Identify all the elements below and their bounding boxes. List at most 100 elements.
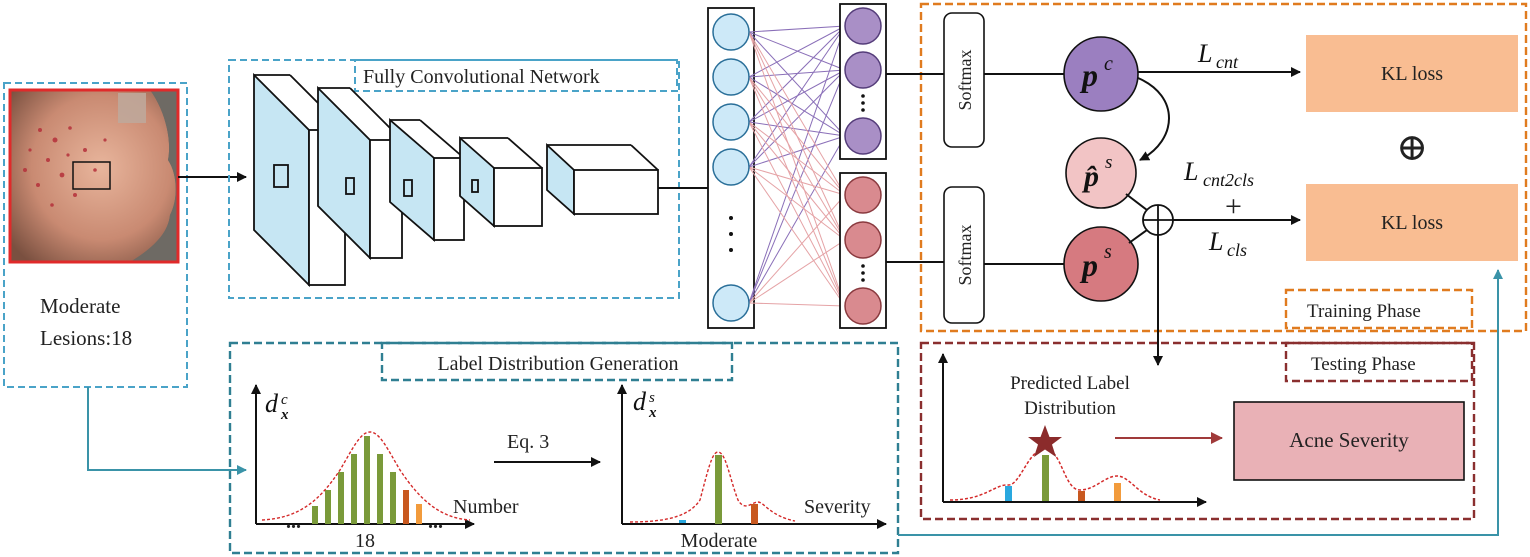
fc-connection	[748, 76, 846, 307]
ps-symbol: p	[1079, 247, 1098, 283]
loss-sum-symbol: ⊕	[1396, 127, 1428, 169]
fc-input-neuron	[712, 13, 750, 51]
severity-tick-label: Moderate	[681, 530, 758, 552]
fc-count-neurons	[844, 7, 882, 155]
count-axis-label: Number	[453, 496, 519, 518]
fc-input-neuron	[712, 148, 750, 186]
fcn-title: Fully Convolutional Network	[363, 66, 600, 88]
count-bar	[351, 454, 357, 524]
lcnt-label: L	[1197, 39, 1212, 68]
fc-input-neuron	[712, 103, 750, 141]
fc-connection	[748, 121, 846, 196]
ldg-panel-border	[228, 341, 900, 555]
ps-superscript: s	[1104, 241, 1112, 263]
eq-label: Eq. 3	[507, 431, 549, 453]
softmax-count-label: Softmax	[955, 50, 975, 111]
count-bar	[325, 490, 331, 524]
fc-connection	[748, 31, 846, 137]
fc-connection	[748, 239, 846, 304]
pred-bar	[1042, 455, 1049, 501]
fc-severity-neuron	[844, 221, 882, 259]
softmax-severity-box	[943, 186, 985, 324]
fc-severity-neuron	[844, 176, 882, 214]
fc-connection	[748, 25, 846, 304]
ldg-title: Label Distribution Generation	[437, 353, 678, 375]
lcnt-subscript: cnt	[1216, 52, 1239, 72]
fc-connections	[748, 25, 846, 307]
fc-input-neuron	[712, 284, 750, 322]
fc-severity-neurons	[844, 176, 882, 325]
fc-connection	[748, 121, 846, 137]
grade-label: Moderate	[40, 294, 120, 318]
ps-node	[1063, 226, 1139, 302]
training-phase-label: Training Phase	[1307, 301, 1421, 322]
predicted-line1: Predicted Label	[1010, 373, 1130, 394]
lcls-label: L	[1208, 227, 1223, 256]
count-bar	[403, 490, 409, 524]
count-ellipsis-left: ...	[286, 511, 301, 533]
fc-connection	[748, 166, 846, 241]
fc-count-neuron	[844, 117, 882, 155]
count-bar	[338, 472, 344, 524]
testing-phase-label-box	[1284, 341, 1474, 383]
count-bar	[390, 472, 396, 524]
fc-connection	[748, 135, 846, 304]
softmax-severity-label: Softmax	[955, 225, 975, 286]
pc-symbol: p	[1079, 57, 1098, 93]
ldg-title-box	[380, 341, 734, 382]
training-phase-label-box	[1284, 288, 1474, 330]
count-bar	[377, 454, 383, 524]
count-tick-label: 18	[355, 530, 375, 552]
fc-connection	[748, 25, 846, 33]
severity-curve	[629, 451, 796, 523]
lesions-label: Lesions:18	[40, 326, 132, 350]
fcn-panel: Fully Convolutional Network	[228, 59, 680, 299]
count-ylabel-sub: x	[280, 407, 289, 423]
count-bars	[312, 436, 422, 524]
crop-box	[72, 161, 111, 190]
fc-connection	[748, 166, 846, 307]
pc-superscript: c	[1104, 53, 1113, 75]
fc-connection	[748, 135, 846, 168]
fc-severity-neuron	[844, 287, 882, 325]
kl-loss-count-box	[1306, 35, 1518, 112]
severity-bar	[751, 504, 758, 524]
pred-bar	[1005, 486, 1012, 501]
training-phase-border	[919, 2, 1528, 333]
input-panel-border	[3, 82, 188, 388]
pred-bar	[1078, 491, 1085, 501]
ldg-panel: Label Distribution Generation d c x ... …	[228, 341, 900, 555]
fc-connection	[748, 25, 846, 78]
testing-phase-label: Testing Phase	[1311, 354, 1416, 375]
kl-loss-severity-box	[1306, 184, 1518, 261]
ps-to-combine-line	[1128, 229, 1148, 244]
acne-severity-box	[1233, 401, 1465, 481]
pred-curve	[949, 447, 1161, 501]
max-star-icon	[1028, 425, 1062, 457]
kl-loss-count-label: KL loss	[1381, 63, 1443, 85]
ps-hat-node	[1065, 137, 1137, 209]
testing-phase-border	[919, 341, 1476, 521]
ps-hat-superscript: s	[1105, 152, 1112, 173]
training-phase: Training Phase Softmax Softmax p c p̂ s …	[886, 2, 1528, 333]
fc-layers	[707, 3, 887, 329]
fc-connection	[748, 76, 846, 137]
severity-bar	[715, 455, 722, 524]
fc-connection	[748, 31, 846, 307]
predicted-line2: Distribution	[1024, 398, 1116, 419]
input-to-ldg-arrow	[87, 387, 247, 475]
fc-connection	[748, 69, 846, 304]
fc-connection	[748, 69, 846, 168]
pred-bar	[1114, 483, 1121, 501]
count-bar	[364, 436, 370, 524]
pc-node	[1063, 36, 1139, 112]
severity-ylabel: d	[633, 387, 647, 416]
ps-hat-symbol: p̂	[1081, 160, 1099, 193]
severity-axis-label: Severity	[804, 496, 871, 518]
ldg-to-kl-arrow	[898, 269, 1503, 536]
count-ellipsis-right: ...	[428, 511, 443, 533]
softmax-count-box	[943, 12, 985, 148]
conv-layer-5	[546, 142, 575, 217]
fc-connection	[748, 121, 846, 307]
